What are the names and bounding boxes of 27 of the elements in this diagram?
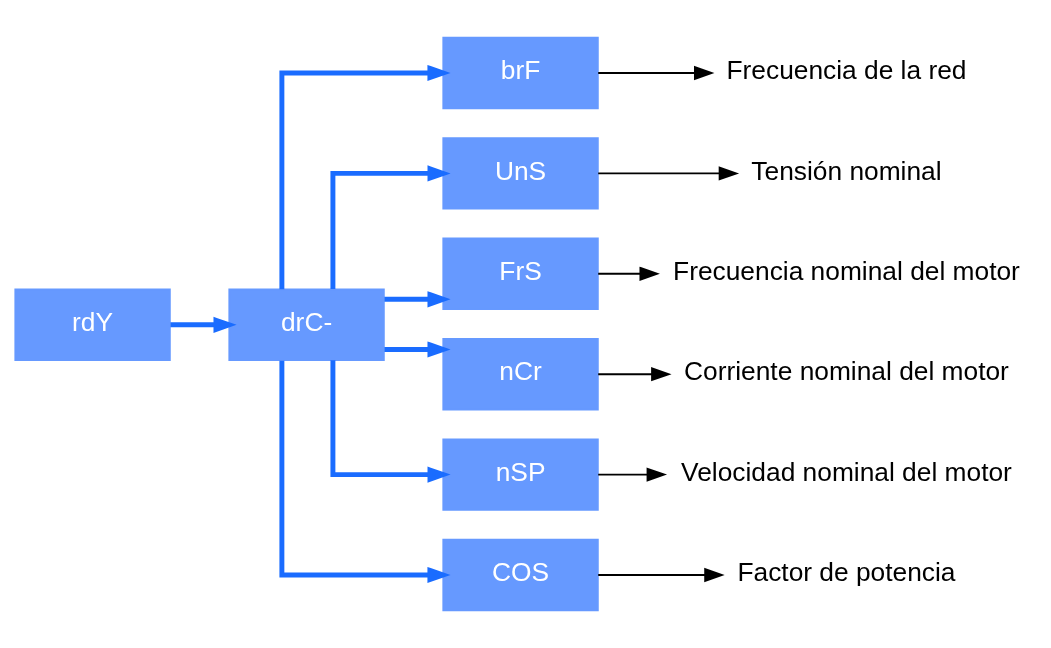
arrow — [597, 166, 740, 181]
arrow — [597, 65, 715, 81]
arrow — [330, 165, 451, 289]
arrow — [384, 291, 451, 308]
arrow — [384, 341, 451, 358]
node-box: brF — [442, 36, 599, 110]
node-text: Frecuencia de la red — [726, 55, 967, 86]
node-text: Factor de potencia — [737, 557, 956, 588]
arrow — [597, 266, 660, 281]
arrow — [279, 360, 451, 584]
node-text: Frecuencia nominal del motor — [673, 256, 1020, 287]
node-box: nSP — [442, 438, 599, 511]
arrow — [330, 360, 451, 483]
arrow — [170, 316, 237, 333]
node-box: UnS — [442, 137, 599, 210]
node-box: nCr — [442, 338, 599, 411]
node-text: Tensión nominal — [751, 155, 942, 186]
arrow — [597, 367, 672, 382]
arrow — [597, 567, 725, 583]
node-box: drC- — [228, 288, 385, 362]
node-box: rdY — [14, 288, 171, 362]
arrow — [597, 467, 668, 482]
arrow — [279, 64, 451, 290]
node-box: FrS — [442, 237, 599, 310]
node-box: COS — [442, 538, 599, 612]
node-text: Corriente nominal del motor — [684, 356, 1009, 387]
node-text: Velocidad nominal del motor — [681, 456, 1012, 487]
